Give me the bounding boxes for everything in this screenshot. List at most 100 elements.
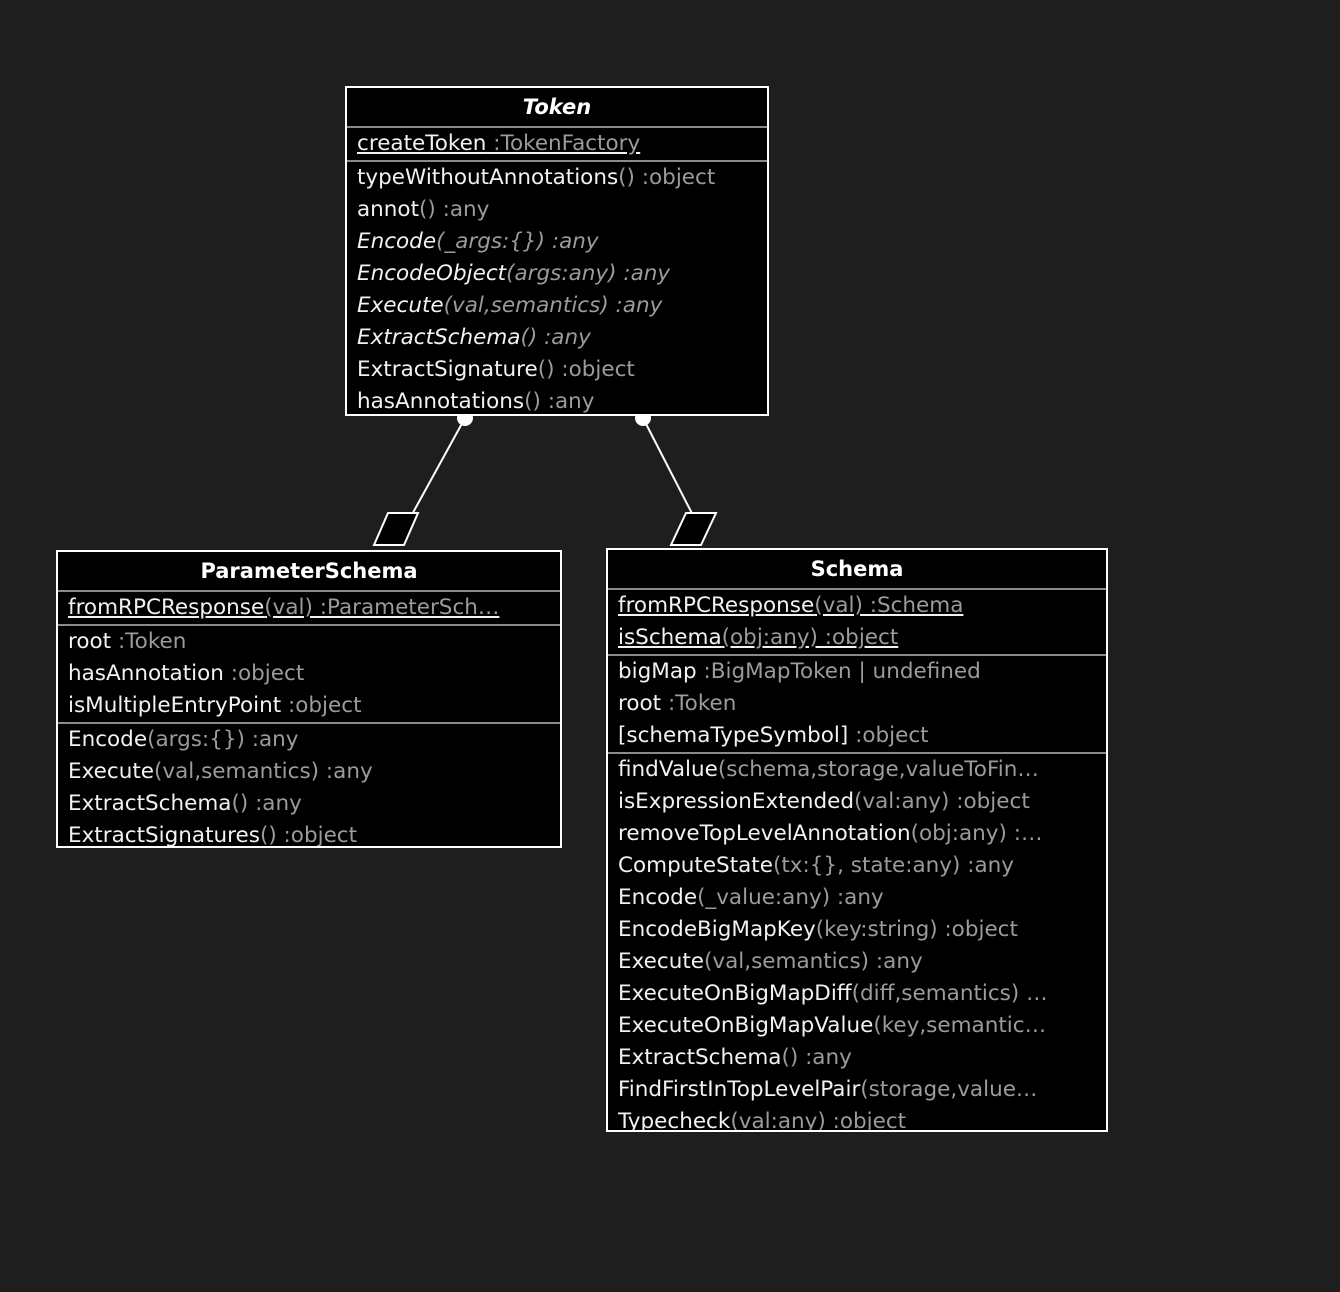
- member-name: Encode: [357, 229, 437, 254]
- member-signature: () :any: [419, 197, 490, 222]
- class-member[interactable]: ExtractSchema() :any: [347, 322, 767, 354]
- member-name: annot: [357, 197, 420, 222]
- member-signature: :TokenFactory: [486, 131, 641, 156]
- member-name: Encode: [68, 727, 148, 752]
- member-signature: (args:{}) :any: [147, 727, 299, 752]
- member-name: ExecuteOnBigMapValue: [618, 1013, 874, 1038]
- class-member[interactable]: ComputeState(tx:{}, state:any) :any: [608, 850, 1106, 882]
- class-title-schema: Schema: [810, 557, 904, 581]
- compartment-schema-2: findValue(schema,storage,valueToFin…isEx…: [608, 752, 1106, 1132]
- member-signature: (args:any) :any: [506, 261, 671, 286]
- member-signature: (obj:any) :object: [721, 625, 899, 650]
- class-member[interactable]: fromRPCResponse(val) :Schema: [608, 590, 1106, 622]
- uml-class-parameter-schema[interactable]: ParameterSchema fromRPCResponse(val) :Par…: [56, 550, 562, 848]
- class-member[interactable]: ExecuteOnBigMapValue(key,semantic…: [608, 1010, 1106, 1042]
- member-signature: :Token: [661, 691, 737, 716]
- class-member[interactable]: Encode(_value:any) :any: [608, 882, 1106, 914]
- member-signature: (val) :ParameterSch…: [264, 595, 500, 620]
- class-member[interactable]: ExecuteOnBigMapDiff(diff,semantics) …: [608, 978, 1106, 1010]
- member-name: findValue: [618, 757, 718, 782]
- member-name: FindFirstInTopLevelPair: [618, 1077, 861, 1102]
- class-member[interactable]: hasAnnotation :object: [58, 658, 560, 690]
- member-name: Encode: [618, 885, 698, 910]
- member-name: bigMap: [618, 659, 697, 684]
- class-title-token: Token: [522, 95, 592, 119]
- relationship-token-schema: [635, 410, 718, 546]
- member-name: EncodeBigMapKey: [618, 917, 816, 942]
- class-title-parameter-schema: ParameterSchema: [200, 559, 418, 583]
- class-member[interactable]: bigMap :BigMapToken | undefined: [608, 656, 1106, 688]
- class-member[interactable]: hasAnnotations() :any: [347, 386, 767, 414]
- class-member[interactable]: FindFirstInTopLevelPair(storage,value…: [608, 1074, 1106, 1106]
- class-member[interactable]: Execute(val,semantics) :any: [58, 756, 560, 788]
- member-name: Typecheck: [618, 1109, 731, 1132]
- class-member[interactable]: EncodeBigMapKey(key:string) :object: [608, 914, 1106, 946]
- class-member[interactable]: ExtractSchema() :any: [58, 788, 560, 820]
- class-member[interactable]: Typecheck(val:any) :object: [608, 1106, 1106, 1132]
- class-member[interactable]: Encode(_args:{}) :any: [347, 226, 767, 258]
- class-member[interactable]: EncodeObject(args:any) :any: [347, 258, 767, 290]
- member-signature: (diff,semantics) …: [851, 981, 1048, 1006]
- class-member[interactable]: ExtractSignature() :object: [347, 354, 767, 386]
- member-signature: (_value:any) :any: [697, 885, 884, 910]
- member-signature: (val) :Schema: [814, 593, 964, 618]
- member-name: ExtractSchema: [618, 1045, 782, 1070]
- class-member[interactable]: removeTopLevelAnnotation(obj:any) :…: [608, 818, 1106, 850]
- class-member[interactable]: ExtractSignatures() :object: [58, 820, 560, 848]
- member-name: Execute: [357, 293, 444, 318]
- relationship-token-parameterschema: [372, 410, 473, 546]
- class-member[interactable]: fromRPCResponse(val) :ParameterSch…: [58, 592, 560, 624]
- member-name: Execute: [68, 759, 154, 784]
- member-signature: :object: [848, 723, 929, 748]
- member-signature: () :object: [259, 823, 358, 848]
- member-name: fromRPCResponse: [618, 593, 815, 618]
- class-member[interactable]: Execute(val,semantics) :any: [347, 290, 767, 322]
- member-signature: (val:any) :object: [730, 1109, 907, 1132]
- member-name: hasAnnotation: [68, 661, 224, 686]
- member-signature: () :any: [520, 325, 591, 350]
- member-name: EncodeObject: [357, 261, 507, 286]
- member-signature: (val,semantics) :any: [443, 293, 663, 318]
- member-signature: () :object: [618, 165, 716, 190]
- member-name: [schemaTypeSymbol]: [618, 723, 849, 748]
- member-signature: () :any: [781, 1045, 852, 1070]
- compartment-token-0: createToken :TokenFactory: [347, 126, 767, 160]
- member-signature: () :any: [524, 389, 595, 414]
- member-signature: (storage,value…: [860, 1077, 1038, 1102]
- member-signature: () :any: [231, 791, 302, 816]
- member-name: root: [618, 691, 662, 716]
- member-name: createToken: [357, 131, 487, 156]
- relationship-line: [642, 417, 701, 530]
- aggregation-diamond-icon: [372, 512, 420, 546]
- member-signature: (key:string) :object: [815, 917, 1018, 942]
- member-name: ExtractSignatures: [68, 823, 260, 848]
- member-name: typeWithoutAnnotations: [357, 165, 619, 190]
- class-member[interactable]: annot() :any: [347, 194, 767, 226]
- class-member[interactable]: isMultipleEntryPoint :object: [58, 690, 560, 722]
- member-signature: (schema,storage,valueToFin…: [717, 757, 1039, 782]
- class-member[interactable]: typeWithoutAnnotations() :object: [347, 162, 767, 194]
- class-member[interactable]: Execute(val,semantics) :any: [608, 946, 1106, 978]
- class-member[interactable]: [schemaTypeSymbol] :object: [608, 720, 1106, 752]
- class-member[interactable]: isSchema(obj:any) :object: [608, 622, 1106, 654]
- member-signature: (val,semantics) :any: [703, 949, 923, 974]
- compartment-parameter-schema-0: fromRPCResponse(val) :ParameterSch…: [58, 590, 560, 624]
- member-signature: :Token: [111, 629, 187, 654]
- member-signature: (key,semantic…: [873, 1013, 1047, 1038]
- member-signature: (obj:any) :…: [910, 821, 1043, 846]
- relationship-line: [403, 417, 466, 530]
- class-member[interactable]: ExtractSchema() :any: [608, 1042, 1106, 1074]
- member-name: isExpressionExtended: [618, 789, 854, 814]
- class-member[interactable]: Encode(args:{}) :any: [58, 724, 560, 756]
- class-member[interactable]: createToken :TokenFactory: [347, 128, 767, 160]
- class-member[interactable]: isExpressionExtended(val:any) :object: [608, 786, 1106, 818]
- class-member[interactable]: findValue(schema,storage,valueToFin…: [608, 754, 1106, 786]
- class-member[interactable]: root :Token: [608, 688, 1106, 720]
- member-name: Execute: [618, 949, 704, 974]
- class-member[interactable]: root :Token: [58, 626, 560, 658]
